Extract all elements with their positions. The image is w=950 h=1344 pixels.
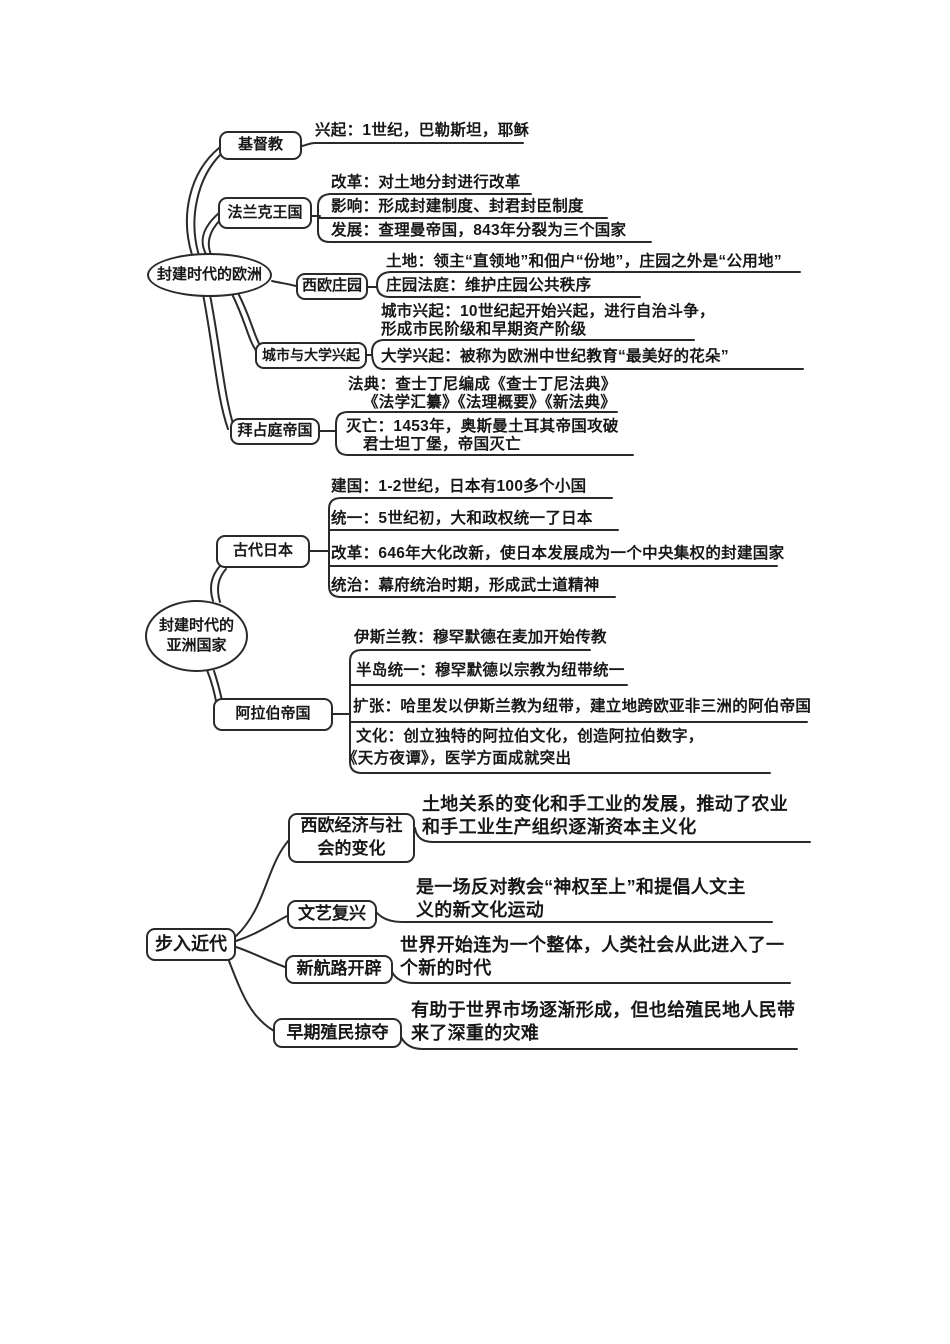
leaf-manor-court: 庄园法庭：维护庄园公共秩序 [386, 277, 592, 294]
branch-frankish-kingdom: 法兰克王国 [218, 197, 312, 229]
branch-city-university-rise: 城市与大学兴起 [255, 342, 367, 369]
leaf-economy-society-change: 土地关系的变化和手工业的发展，推动了农业 [422, 794, 788, 814]
leaf-peninsula-unification: 半岛统一：穆罕默德以宗教为纽带统一 [356, 662, 625, 679]
leaf-frank-influence: 影响：形成封建制度、封君封臣制度 [331, 198, 584, 215]
leaf-colonial-plunder-desc: 有助于世界市场逐渐形成，但也给殖民地人民带 [411, 1000, 796, 1020]
branch-early-colonial-plunder: 早期殖民掠夺 [273, 1018, 402, 1048]
branch-byzantine-empire: 拜占庭帝国 [230, 418, 320, 445]
root-node-feudal-europe: 封建时代的欧洲 [147, 253, 272, 297]
leaf-colonial-plunder-desc-line2: 来了深重的灾难 [411, 1023, 540, 1043]
leaf-arab-culture: 文化：创立独特的阿拉伯文化，创造阿拉伯数字， [356, 728, 704, 745]
leaf-byzantine-code: 法典：查士丁尼编成《查士丁尼法典》 [348, 376, 617, 393]
leaf-economy-society-change-line2: 和手工业生产组织逐渐资本主义化 [422, 817, 697, 837]
root-node-entering-modern-times: 步入近代 [146, 928, 236, 961]
leaf-new-routes-desc: 世界开始连为一个整体，人类社会从此进入了一 [400, 935, 785, 955]
branch-western-europe-economy-society-change: 西欧经济与社会的变化 [288, 813, 415, 863]
leaf-christianity-rise: 兴起：1世纪，巴勒斯坦，耶稣 [315, 122, 530, 139]
leaf-city-rise-line2: 形成市民阶级和早期资产阶级 [381, 321, 587, 338]
leaf-frank-development: 发展：查理曼帝国，843年分裂为三个国家 [331, 222, 627, 239]
connectors-europe [186, 142, 804, 456]
leaf-manor-land: 土地：领主“直领地”和佃户“份地”，庄园之外是“公用地” [386, 253, 782, 270]
leaf-city-rise: 城市兴起：10世纪起开始兴起，进行自治斗争， [381, 303, 715, 320]
branch-christianity: 基督教 [219, 131, 302, 160]
leaf-islam-founding: 伊斯兰教：穆罕默德在麦加开始传教 [354, 629, 607, 646]
root-node-feudal-asia: 封建时代的亚洲国家 [145, 600, 248, 672]
leaf-japan-founding: 建国：1-2世纪，日本有100多个小国 [331, 478, 587, 495]
leaf-frank-reform: 改革：对土地分封进行改革 [331, 174, 521, 191]
branch-renaissance: 文艺复兴 [287, 900, 377, 929]
leaf-japan-rule: 统治：幕府统治时期，形成武士道精神 [331, 577, 600, 594]
leaf-new-routes-desc-line2: 个新的时代 [400, 958, 492, 978]
connectors-asia [206, 497, 808, 774]
leaf-byzantine-fall-line2: 君士坦丁堡，帝国灭亡 [363, 436, 522, 453]
leaf-university-rise: 大学兴起：被称为欧洲中世纪教育“最美好的花朵” [381, 348, 729, 365]
leaf-japan-reform: 改革：646年大化改新，使日本发展成为一个中央集权的封建国家 [331, 545, 785, 562]
branch-arab-empire: 阿拉伯帝国 [213, 698, 333, 731]
leaf-byzantine-code-line2: 《法学汇纂》《法理概要》《新法典》 [363, 394, 617, 411]
leaf-arab-culture-line2: 《天方夜谭》，医学方面成就突出 [342, 750, 572, 767]
branch-western-european-manor: 西欧庄园 [296, 273, 368, 300]
leaf-byzantine-fall: 灭亡：1453年，奥斯曼土耳其帝国攻破 [346, 418, 619, 435]
branch-ancient-japan: 古代日本 [216, 535, 310, 568]
leaf-renaissance-desc-line2: 义的新文化运动 [416, 900, 545, 920]
branch-new-sea-routes: 新航路开辟 [285, 955, 393, 984]
leaf-renaissance-desc: 是一场反对教会“神权至上”和提倡人文主 [416, 877, 746, 897]
leaf-arab-expansion: 扩张：哈里发以伊斯兰教为纽带，建立地跨欧亚非三洲的阿伯帝国 [353, 698, 812, 715]
connectors-modern [228, 827, 811, 1050]
leaf-japan-unification: 统一：5世纪初，大和政权统一了日本 [331, 510, 593, 527]
